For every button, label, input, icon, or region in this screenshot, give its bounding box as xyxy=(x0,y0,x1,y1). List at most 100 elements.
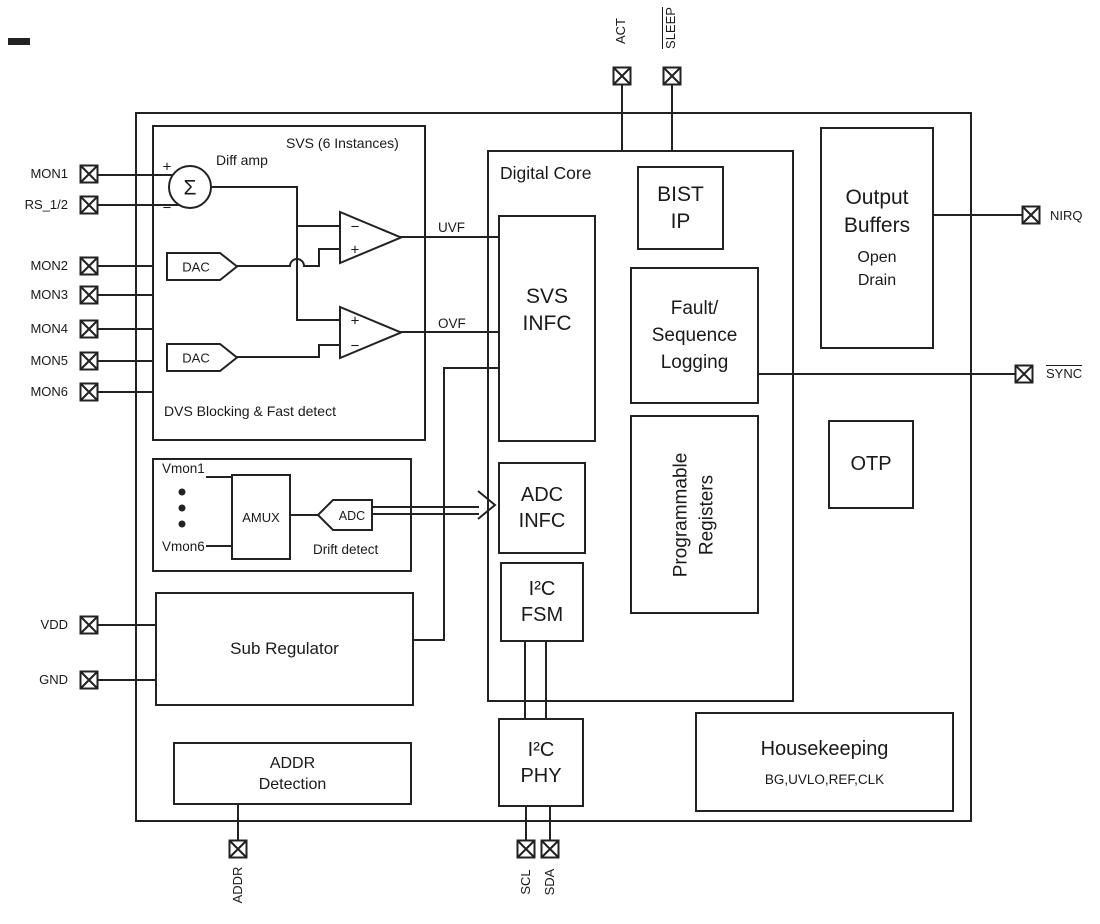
amux-box: AMUX xyxy=(231,474,291,560)
gnd-pin-pad xyxy=(79,670,99,690)
bist-ip-box: BIST IP xyxy=(637,166,724,250)
mon2-pin-pad xyxy=(79,256,99,276)
mon2-pin-label: MON2 xyxy=(30,258,68,273)
fault-line1: Fault/ xyxy=(670,298,719,319)
addr-detection-line1: ADDR xyxy=(269,754,316,772)
wire-subregulator-out xyxy=(410,367,500,641)
mon6-pin-pad xyxy=(79,382,99,402)
bist-line1: BIST xyxy=(657,183,704,206)
svs-infc-line1: SVS xyxy=(525,284,569,308)
ovf-comparator-plus: + xyxy=(351,313,360,330)
fault-line3: Logging xyxy=(660,352,729,373)
adc-shape xyxy=(316,499,373,531)
adc-infc-line1: ADC xyxy=(520,484,564,506)
sleep-pin-label: SLEEP xyxy=(663,7,678,49)
i2c-fsm-box: I²C FSM xyxy=(500,562,584,642)
i2c-phy-box: I²C PHY xyxy=(498,718,584,807)
programmable-line2: Registers xyxy=(696,474,718,555)
scl-pin-label: SCL xyxy=(518,869,533,895)
corner-mark xyxy=(8,38,30,45)
nirq-pin-label: NIRQ xyxy=(1050,208,1083,223)
gnd-pin-label: GND xyxy=(39,672,68,687)
bist-line2: IP xyxy=(670,210,691,233)
digital-core-title: Digital Core xyxy=(500,163,592,183)
vdd-pin-label: VDD xyxy=(40,617,68,632)
mon5-pin-pad xyxy=(79,351,99,371)
ovf-comparator-shape xyxy=(339,305,404,360)
sda-pin-label: SDA xyxy=(542,868,557,896)
i2c-phy-line1: I²C xyxy=(527,738,555,761)
addr-detection-line2: Detection xyxy=(258,775,327,793)
sync-pin-label: SYNC xyxy=(1046,366,1083,381)
vmon1-label: Vmon1 xyxy=(162,461,205,476)
ellipsis-dot-3 xyxy=(178,520,186,528)
fault-sequence-logging-box: Fault/ Sequence Logging xyxy=(630,267,759,404)
rs12-pin-label: RS_1/2 xyxy=(24,197,68,212)
programmable-registers-box: Programmable Registers xyxy=(630,415,759,614)
act-pin-label: ACT xyxy=(613,18,628,44)
sub-regulator-label: Sub Regulator xyxy=(230,639,339,658)
dac2-shape xyxy=(166,343,239,372)
sub-regulator-box: Sub Regulator xyxy=(155,592,414,706)
uvf-comparator-shape xyxy=(339,210,404,265)
nirq-pin-pad xyxy=(1021,205,1041,225)
svs-block-title: SVS (6 Instances) xyxy=(286,135,399,151)
uvf-label: UVF xyxy=(438,220,465,235)
output-buffers-line3: Open xyxy=(857,249,897,266)
output-buffers-line2: Buffers xyxy=(843,214,911,237)
ovf-label: OVF xyxy=(438,316,466,331)
ellipsis-dot-2 xyxy=(178,504,186,512)
svs-infc-line2: INFC xyxy=(522,311,572,335)
housekeeping-subtitle: BG,UVLO,REF,CLK xyxy=(764,771,885,787)
mon1-pin-label: MON1 xyxy=(30,166,68,181)
otp-label: OTP xyxy=(850,453,892,475)
vdd-pin-pad xyxy=(79,615,99,635)
mon3-pin-label: MON3 xyxy=(30,287,68,302)
diff-amp-circle xyxy=(168,165,212,209)
mon5-pin-label: MON5 xyxy=(30,353,68,368)
rs12-pin-pad xyxy=(79,195,99,215)
wire-dac1-out xyxy=(237,248,340,267)
svs-infc-box: SVS INFC xyxy=(498,215,596,442)
dac1-shape xyxy=(166,252,239,281)
addr-pin-label: ADDR xyxy=(230,866,245,904)
mon4-pin-label: MON4 xyxy=(30,321,68,336)
i2c-fsm-line2: FSM xyxy=(520,604,564,626)
uvf-comparator-minus: − xyxy=(351,219,360,236)
drift-detect-caption: Drift detect xyxy=(313,542,379,557)
sync-pin-pad xyxy=(1014,364,1034,384)
adc-infc-box: ADC INFC xyxy=(498,462,586,554)
mon1-pin-pad xyxy=(79,164,99,184)
diff-amp-sigma: Σ xyxy=(184,177,197,200)
addr-detection-box: ADDR Detection xyxy=(173,742,412,805)
housekeeping-box: Housekeeping BG,UVLO,REF,CLK xyxy=(695,712,954,812)
ovf-comparator-minus: − xyxy=(351,338,360,355)
adc-infc-line2: INFC xyxy=(518,510,566,532)
dac2-label: DAC xyxy=(182,351,209,366)
diff-amp-label: Diff amp xyxy=(216,152,268,168)
programmable-line1: Programmable xyxy=(670,452,692,577)
housekeeping-title: Housekeeping xyxy=(760,737,889,760)
diff-amp-plus-sign: + xyxy=(163,159,172,176)
i2c-phy-line2: PHY xyxy=(520,764,562,787)
programmable-registers-label: Programmable Registers xyxy=(668,452,720,577)
wire-diffamp-out xyxy=(211,186,340,321)
mon6-pin-label: MON6 xyxy=(30,384,68,399)
output-buffers-line4: Drain xyxy=(857,272,897,289)
vmon6-label: Vmon6 xyxy=(162,539,205,554)
fault-line2: Sequence xyxy=(651,325,738,346)
mon3-pin-pad xyxy=(79,285,99,305)
otp-box: OTP xyxy=(828,420,914,509)
amux-label: AMUX xyxy=(242,509,280,525)
mon4-pin-pad xyxy=(79,319,99,339)
ellipsis-dot-1 xyxy=(178,488,186,496)
i2c-fsm-line1: I²C xyxy=(528,578,556,600)
output-buffers-line1: Output xyxy=(845,186,909,209)
adc-label: ADC xyxy=(339,509,365,523)
uvf-comparator-plus: + xyxy=(351,242,360,259)
dac1-label: DAC xyxy=(182,260,209,275)
svs-block-footer: DVS Blocking & Fast detect xyxy=(164,403,336,419)
output-buffers-box: Output Buffers Open Drain xyxy=(820,127,934,349)
